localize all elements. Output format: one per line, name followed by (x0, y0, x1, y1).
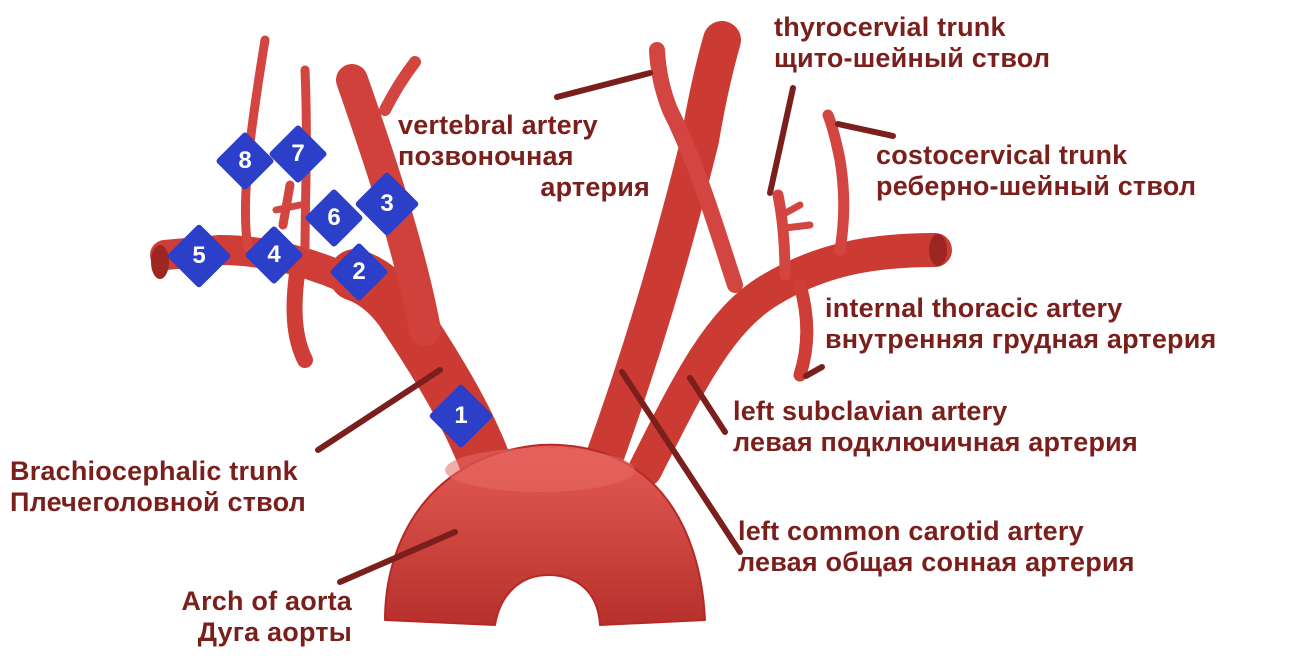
label-brachiocephalic-en: Brachiocephalic trunk (10, 456, 306, 487)
costocervical-trunk (828, 115, 844, 250)
leader-thyrocervical (770, 88, 793, 193)
marker-5: 5 (176, 233, 222, 279)
thyrocervical-trunk (778, 195, 785, 275)
label-brachiocephalic: Brachiocephalic trunk Плечеголовной ство… (10, 456, 306, 518)
marker-1: 1 (438, 393, 484, 439)
label-vertebral: vertebral artery позвоночная артерия (398, 110, 650, 203)
label-vertebral-ru2: артерия (398, 172, 650, 203)
label-arch: Arch of aorta Дуга аорты (120, 586, 352, 648)
label-left-subclavian-en: left subclavian artery (733, 396, 1138, 427)
label-internal-thoracic-ru: внутренняя грудная артерия (825, 324, 1217, 355)
label-thyrocervical: thyrocervial trunk щито-шейный ствол (774, 12, 1050, 74)
leader-vertebral (557, 73, 650, 97)
label-thyrocervical-en: thyrocervial trunk (774, 12, 1050, 43)
label-vertebral-en: vertebral artery (398, 110, 650, 141)
marker-8: 8 (224, 140, 266, 182)
label-internal-thoracic: internal thoracic artery внутренняя груд… (825, 293, 1217, 355)
label-costocervical-en: costocervical trunk (876, 140, 1196, 171)
marker-7: 7 (277, 133, 319, 175)
marker-4: 4 (253, 234, 295, 276)
label-arch-en: Arch of aorta (120, 586, 352, 617)
label-thyrocervical-ru: щито-шейный ствол (774, 43, 1050, 74)
label-left-subclavian-ru: левая подключичная артерия (733, 427, 1138, 458)
leader-costocervical (838, 124, 893, 136)
label-left-common-carotid-ru: левая общая сонная артерия (738, 547, 1135, 578)
label-left-common-carotid: left common carotid artery левая общая с… (738, 516, 1135, 578)
label-vertebral-ru1: позвоночная (398, 141, 650, 172)
label-costocervical-ru: реберно-шейный ствол (876, 171, 1196, 202)
marker-6: 6 (313, 197, 355, 239)
label-arch-ru: Дуга аорты (120, 617, 352, 648)
leader-brachiocephalic (318, 370, 440, 450)
label-left-subclavian: left subclavian artery левая подключична… (733, 396, 1138, 458)
label-brachiocephalic-ru: Плечеголовной ствол (10, 487, 306, 518)
label-left-common-carotid-en: left common carotid artery (738, 516, 1135, 547)
label-internal-thoracic-en: internal thoracic artery (825, 293, 1217, 324)
internal-thoracic (800, 285, 807, 375)
marker-2: 2 (338, 251, 380, 293)
label-costocervical: costocervical trunk реберно-шейный ствол (876, 140, 1196, 202)
